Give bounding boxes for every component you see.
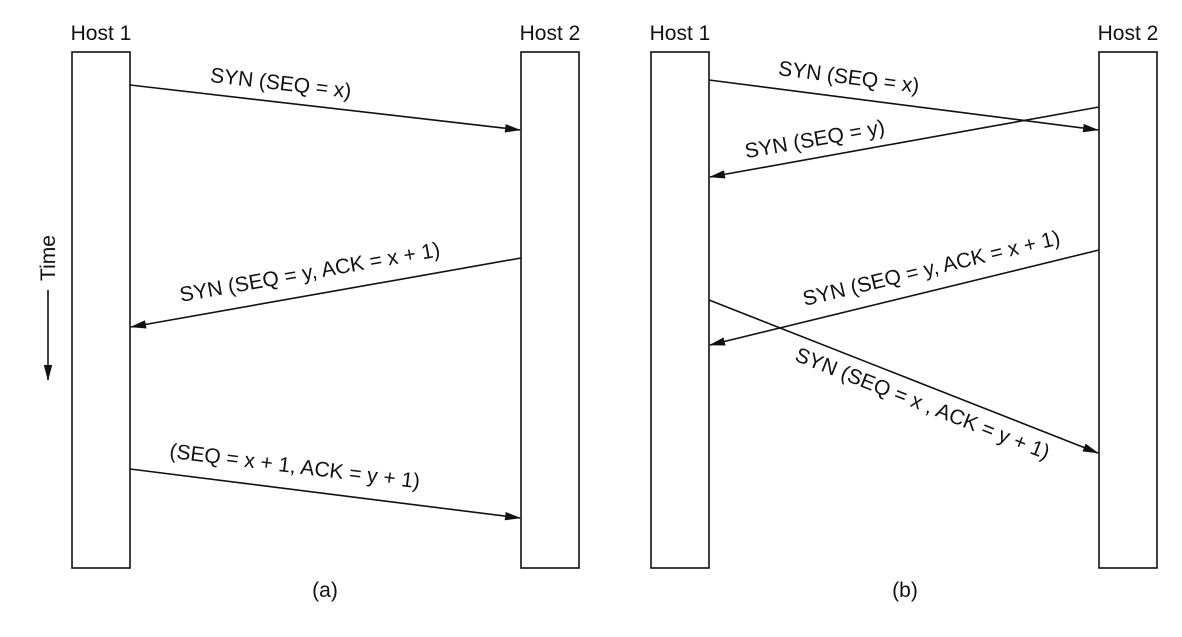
panel-b-msg1-arrow [708,79,1099,133]
panel-b: Host 1 Host 2 SYN (SEQ = x) SYN (SEQ = y… [650,22,1159,602]
panel-a: Host 1 Host 2 Time SYN (SEQ = x) SYN (SE… [37,22,580,602]
panel-b-host1-label: Host 1 [650,22,711,45]
panel-b-host2-timeline [1098,51,1158,569]
panel-a-msg3-arrow [129,468,521,521]
panel-b-msg2-arrow [709,106,1100,179]
panel-b-host1-timeline [650,51,710,569]
panel-a-caption: (a) [312,579,338,602]
panel-b-msg3-arrow [709,249,1100,346]
panel-a-host2-timeline [520,51,580,569]
panel-a-msg3-label: (SEQ = x + 1, ACK = y + 1) [168,440,421,494]
panel-b-msg2-label: SYN (SEQ = y) [743,116,887,163]
panel-b-caption: (b) [892,579,918,602]
panel-b-msg4-label: SYN (SEQ = x , ACK = y + 1) [792,344,1053,465]
panel-b-host2-label: Host 2 [1098,22,1159,45]
panel-a-msg1-arrow [129,84,521,133]
panel-b-msg4-arrow [708,299,1099,454]
panel-a-host2-label: Host 2 [520,22,581,45]
time-axis-label: Time [37,235,60,281]
panel-a-host1-timeline [71,51,131,569]
time-axis: Time [37,235,60,381]
panel-a-host1-label: Host 1 [71,22,132,45]
panel-a-msg2-arrow [130,257,522,329]
panel-a-msg2-label: SYN (SEQ = y, ACK = x + 1) [178,238,442,306]
